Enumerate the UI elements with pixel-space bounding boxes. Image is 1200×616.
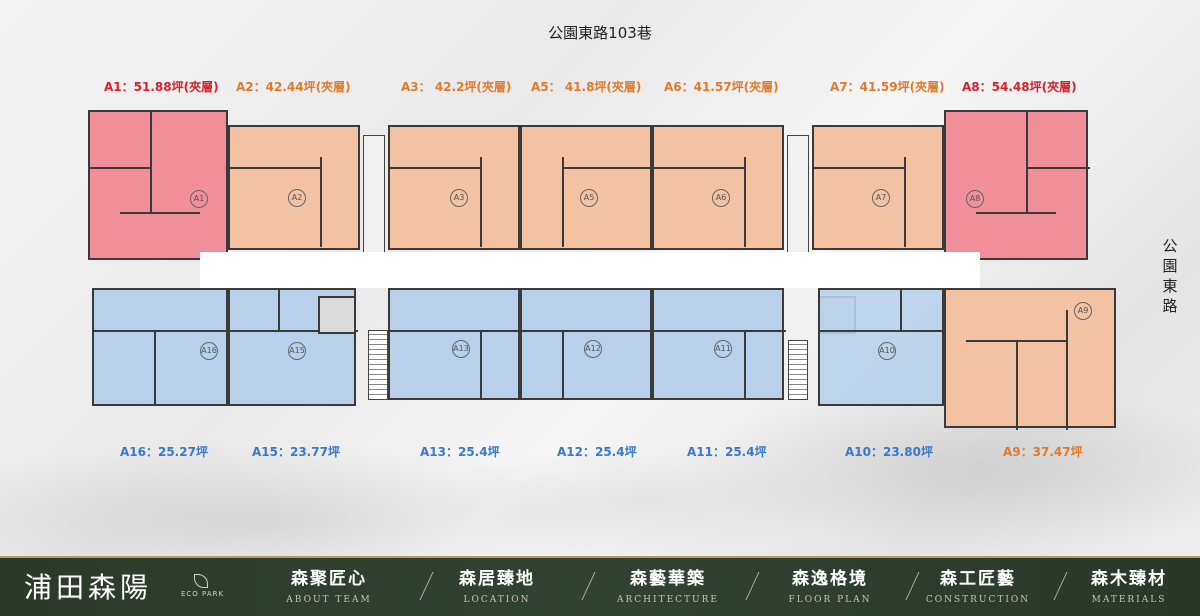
nav-architecture-en: ARCHITECTURE (617, 595, 719, 605)
unit-label-a11: A11：25.4坪 (687, 445, 767, 459)
unit-a1[interactable]: A1 (88, 110, 228, 260)
unit-a12[interactable]: A12 (520, 288, 654, 400)
unit-label-a15: A15：23.77坪 (252, 445, 340, 459)
leaf-icon (194, 574, 208, 588)
unit-a13[interactable]: A13 (388, 288, 522, 400)
nav-about-team[interactable]: 森聚匠心 ABOUT TEAM (264, 564, 394, 605)
unit-a9[interactable]: A9 (944, 288, 1116, 430)
nav-location[interactable]: 森居臻地 LOCATION (432, 564, 562, 605)
nav-architecture[interactable]: 森藝華築 ARCHITECTURE (603, 564, 733, 605)
nav-materials-en: MATERIALS (1091, 595, 1167, 605)
unit-a3[interactable]: A3 (388, 125, 520, 250)
unit-tag-a12: A12 (584, 340, 602, 358)
unit-tag-a7: A7 (872, 189, 890, 207)
unit-a5[interactable]: A5 (520, 125, 654, 250)
unit-label-a12: A12：25.4坪 (557, 445, 637, 459)
unit-tag-a11: A11 (714, 340, 732, 358)
unit-tag-a10: A10 (878, 342, 896, 360)
unit-tag-a2: A2 (288, 189, 306, 207)
unit-label-a5: A5： 41.8坪(夾層) (531, 80, 642, 94)
nav-architecture-zh: 森藝華築 (630, 569, 706, 589)
corridor (200, 252, 980, 288)
unit-label-a13: A13：25.4坪 (420, 445, 500, 459)
nav-separator (745, 572, 760, 600)
unit-label-a8: A8：54.48坪(夾層) (962, 80, 1077, 94)
nav-construction-zh: 森工匠藝 (940, 569, 1016, 589)
nav-construction[interactable]: 森工匠藝 CONSTRUCTION (913, 564, 1043, 605)
unit-label-a2: A2：42.44坪(夾層) (236, 80, 351, 94)
unit-label-a1: A1：51.88坪(夾層) (104, 80, 219, 94)
unit-a10[interactable]: A10 (818, 288, 946, 406)
unit-tag-a9: A9 (1074, 302, 1092, 320)
unit-tag-a15: A15 (288, 342, 306, 360)
street-label-top: 公園東路103巷 (548, 24, 652, 42)
nav-about-team-zh: 森聚匠心 (291, 569, 367, 589)
nav-floor-plan-en: FLOOR PLAN (788, 595, 872, 605)
nav-location-en: LOCATION (463, 595, 531, 605)
nav-materials-zh: 森木臻材 (1091, 569, 1167, 589)
brand-subtitle: ECO PARK (181, 590, 225, 598)
elevator-left (318, 296, 356, 334)
unit-a7[interactable]: A7 (812, 125, 944, 250)
unit-a2[interactable]: A2 (228, 125, 360, 250)
unit-tag-a16: A16 (200, 342, 218, 360)
light-well-right (787, 135, 809, 255)
stair-left (368, 330, 388, 400)
unit-tag-a1: A1 (190, 190, 208, 208)
light-well-left (363, 135, 385, 255)
brand-logo[interactable]: 浦田森陽 (24, 571, 153, 604)
nav-about-team-en: ABOUT TEAM (286, 595, 372, 605)
unit-label-a9: A9：37.47坪 (1003, 445, 1083, 459)
unit-label-a7: A7：41.59坪(夾層) (830, 80, 945, 94)
nav-materials[interactable]: 森木臻材 MATERIALS (1064, 564, 1194, 605)
nav-construction-en: CONSTRUCTION (925, 595, 1031, 605)
nav-floor-plan[interactable]: 森逸格境 FLOOR PLAN (765, 564, 895, 605)
nav-floor-plan-zh: 森逸格境 (792, 569, 868, 589)
street-label-right: 公園東路 (1162, 237, 1178, 315)
floor-plan: A1 A2 A3 A5 A6 A7 A8 A16 (80, 100, 1120, 430)
nav-separator (581, 572, 596, 600)
stair-right (788, 340, 808, 400)
unit-a6[interactable]: A6 (652, 125, 784, 250)
unit-tag-a3: A3 (450, 189, 468, 207)
unit-tag-a5: A5 (580, 189, 598, 207)
footer-nav-bar: 浦田森陽 ECO PARK 森聚匠心 ABOUT TEAM 森居臻地 LOCAT… (0, 556, 1200, 616)
unit-a8[interactable]: A8 (944, 110, 1090, 260)
unit-tag-a6: A6 (712, 189, 730, 207)
unit-tag-a13: A13 (452, 340, 470, 358)
unit-tag-a8: A8 (966, 190, 984, 208)
unit-label-a16: A16：25.27坪 (120, 445, 208, 459)
unit-label-a10: A10：23.80坪 (845, 445, 933, 459)
nav-location-zh: 森居臻地 (459, 569, 535, 589)
unit-a16[interactable]: A16 (92, 288, 230, 406)
unit-label-a3: A3： 42.2坪(夾層) (401, 80, 512, 94)
unit-a11[interactable]: A11 (652, 288, 786, 400)
unit-label-a6: A6：41.57坪(夾層) (664, 80, 779, 94)
